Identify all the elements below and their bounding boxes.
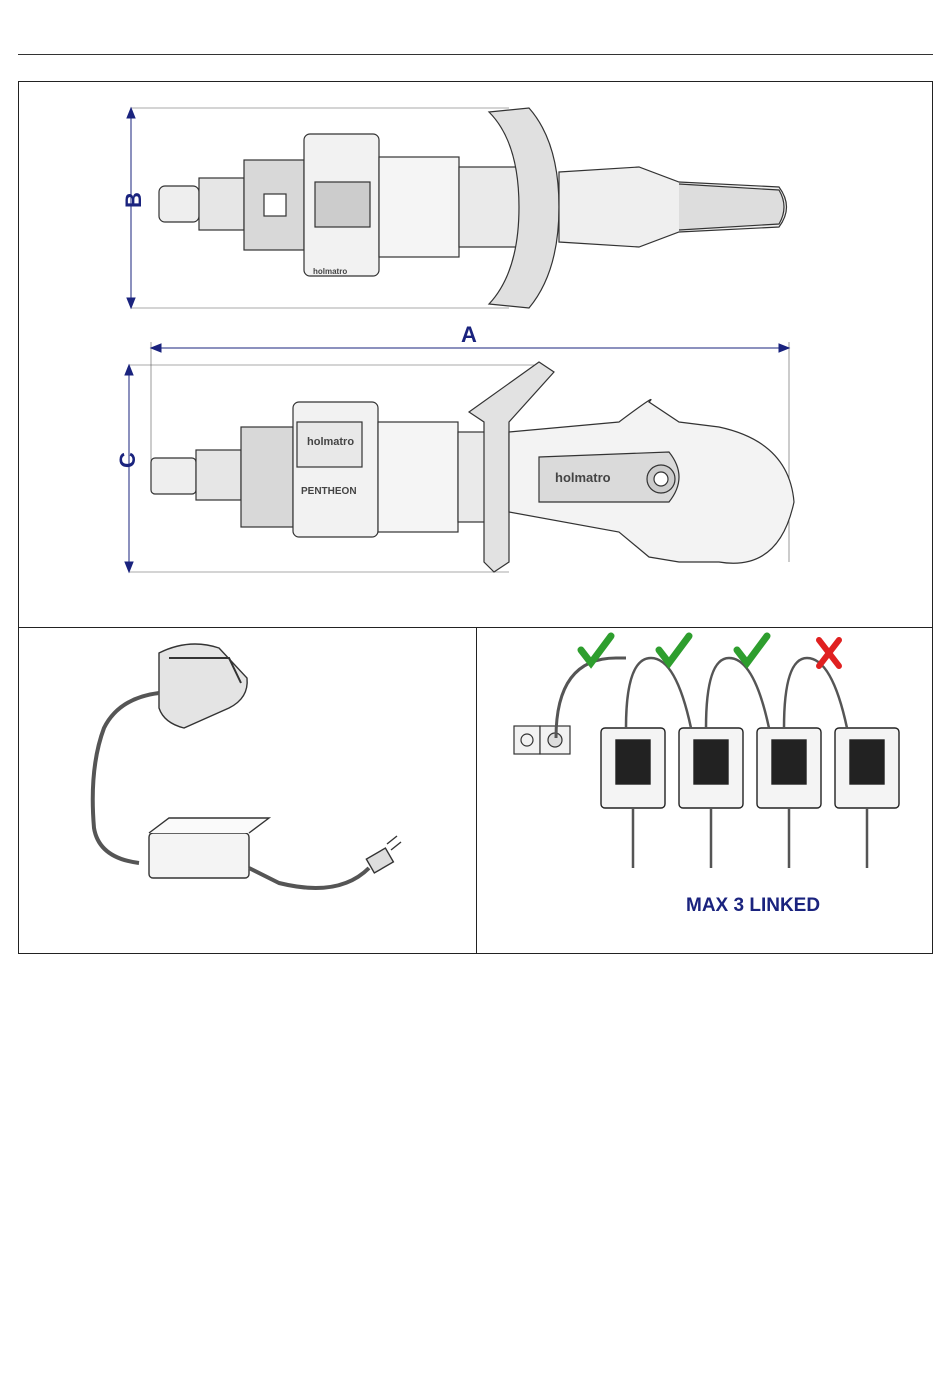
check-icon — [659, 636, 689, 663]
mains-charger-drawing — [19, 628, 475, 954]
header-rule — [18, 54, 933, 55]
dimension-label-a: A — [461, 322, 477, 347]
figure-frame: B A C holmatro — [18, 81, 933, 954]
dimension-label-c: C — [115, 452, 140, 468]
top-view-brand: holmatro — [313, 267, 347, 276]
wall-socket — [514, 726, 570, 754]
tool-dimension-drawing: B A C holmatro — [19, 82, 932, 626]
side-view-model: PENTHEON — [301, 486, 357, 497]
charger-units — [601, 728, 899, 808]
side-view-brand-housing: holmatro — [307, 436, 354, 448]
tool-side-view — [151, 362, 794, 572]
side-view-brand-head: holmatro — [555, 470, 611, 485]
cross-icon — [819, 640, 839, 666]
max-linked-label: MAX 3 LINKED — [686, 895, 820, 916]
tool-top-view — [159, 108, 787, 308]
check-icon — [737, 636, 767, 663]
linked-chargers-drawing: MAX 3 LINKED — [476, 628, 932, 954]
dimension-label-b: B — [121, 192, 146, 208]
